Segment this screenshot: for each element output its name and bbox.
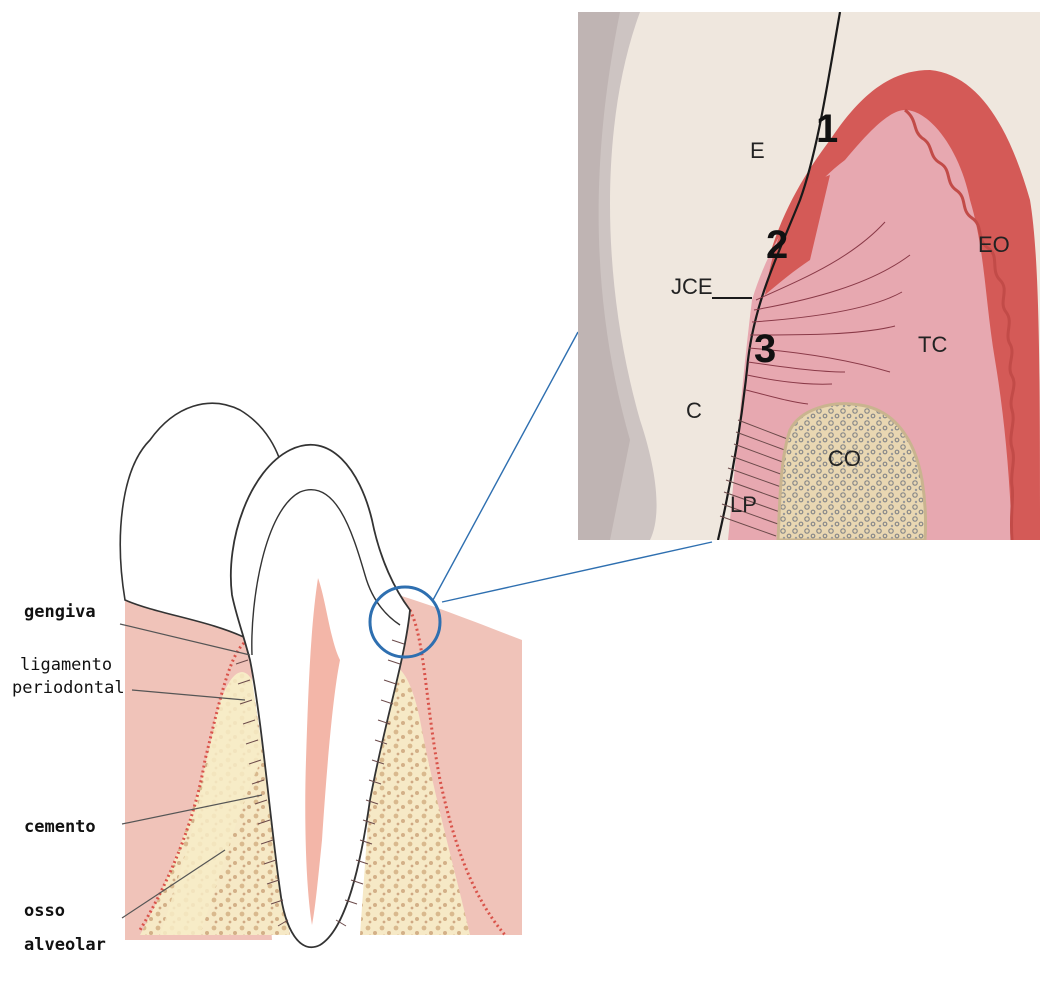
label-number-2: 2 [766, 223, 788, 267]
label-jce: JCE [671, 274, 713, 299]
label-eo: EO [978, 232, 1010, 257]
label-periodontal: periodontal [12, 678, 125, 698]
zoom-connector-bottom [442, 542, 712, 602]
label-enamel: E [750, 138, 765, 163]
label-number-3: 3 [754, 327, 776, 371]
left-labels: gengiva ligamento periodontal cemento os… [12, 602, 125, 955]
zoom-inset [578, 12, 1040, 540]
label-alveolar: alveolar [24, 935, 106, 955]
label-lp: LP [730, 492, 757, 517]
zoom-connector-top [433, 332, 578, 600]
label-co: CO [828, 446, 861, 471]
label-number-1: 1 [816, 107, 838, 151]
label-cemento: cemento [24, 817, 96, 837]
tooth-illustration [120, 403, 522, 947]
label-cementum: C [686, 398, 702, 423]
label-osso: osso [24, 901, 65, 921]
label-gengiva: gengiva [24, 602, 96, 622]
label-tc: TC [918, 332, 947, 357]
label-ligamento: ligamento [20, 655, 112, 675]
